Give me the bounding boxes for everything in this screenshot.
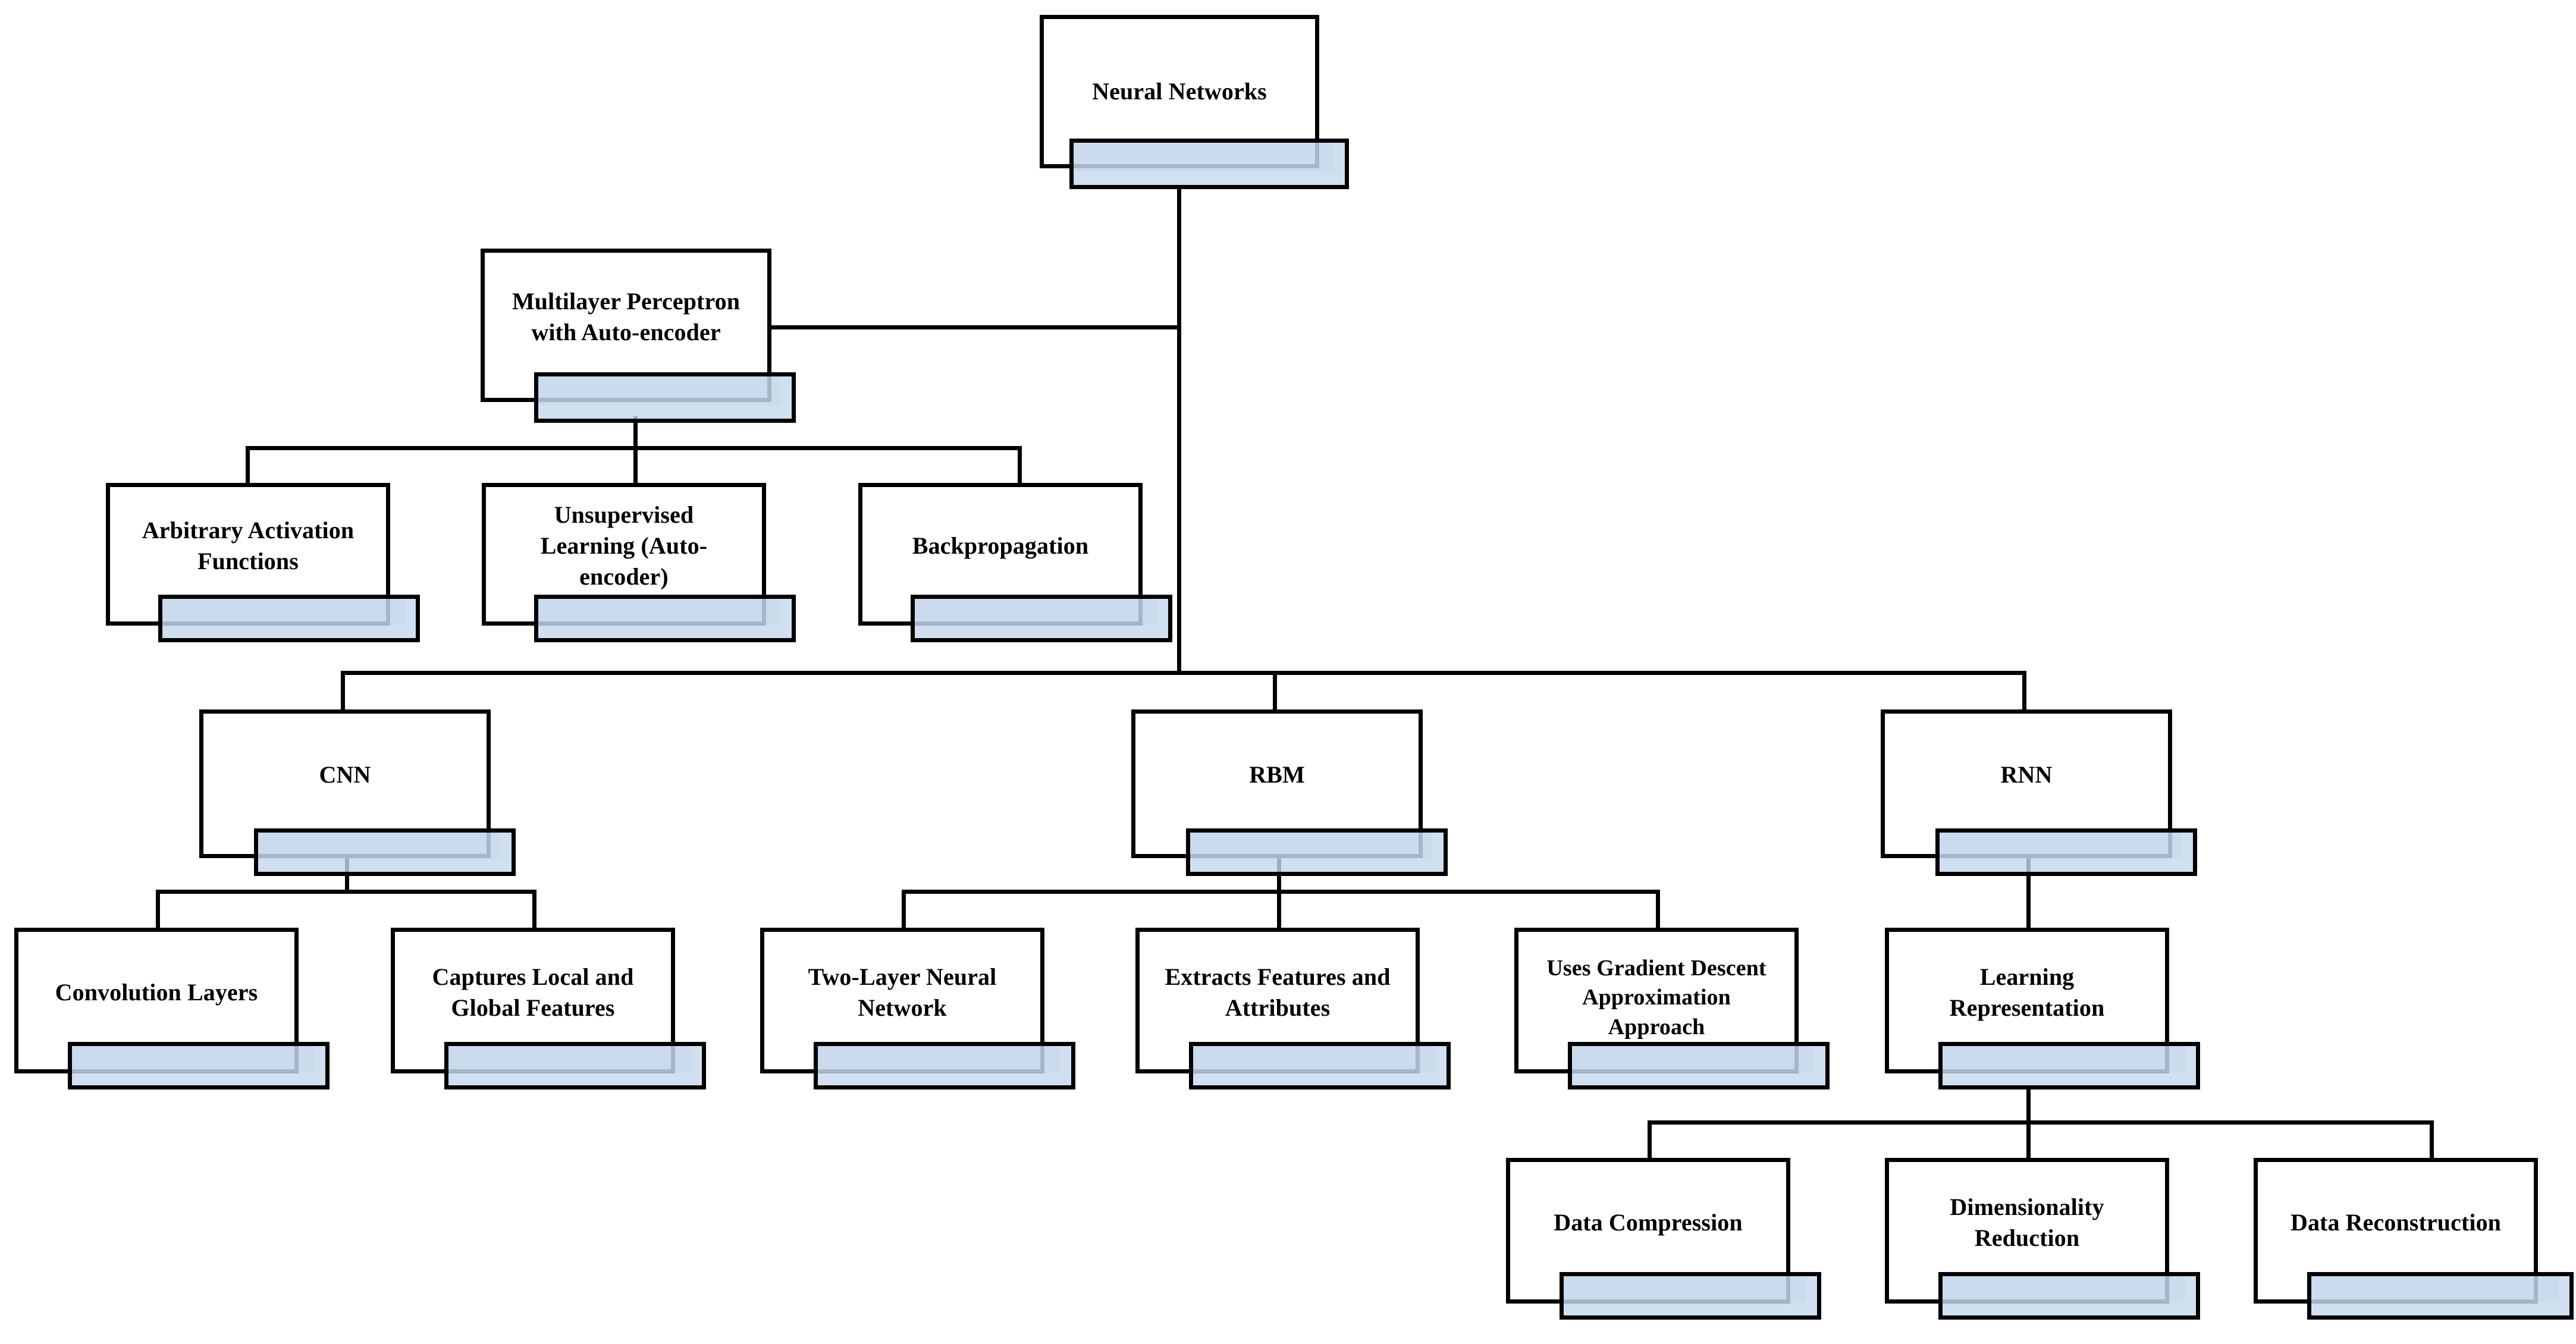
edge-drop-unsupervised — [633, 446, 638, 485]
node-accent-bar — [814, 1042, 1075, 1089]
edge-learning-representation-stem — [2026, 1085, 2031, 1124]
edge-drop-backprop — [1018, 446, 1022, 485]
edge-level2-bus — [341, 671, 2026, 675]
node-label: Convolution Layers — [55, 979, 258, 1006]
node-label: Extracts Features and Attributes — [1165, 963, 1391, 1021]
node-unsupervised-learning[interactable]: Unsupervised Learning (Auto- encoder) — [482, 483, 797, 646]
node-label: Neural Networks — [1092, 78, 1267, 105]
edge-drop-captures-features — [532, 890, 536, 930]
edge-drop-data-reconstruction — [2430, 1120, 2434, 1160]
edge-drop-arbitrary-activation — [246, 446, 250, 485]
node-label: CNN — [319, 761, 371, 788]
node-neural-networks[interactable]: Neural Networks — [1040, 15, 1349, 193]
node-captures-local-global-features[interactable]: Captures Local and Global Features — [391, 928, 706, 1097]
node-dimensionality-reduction[interactable]: Dimensionality Reduction — [1885, 1158, 2200, 1327]
node-label: Data Compression — [1554, 1209, 1743, 1236]
node-multilayer-perceptron[interactable]: Multilayer Perceptron with Auto-encoder — [481, 249, 802, 427]
node-learning-representation[interactable]: Learning Representation — [1885, 928, 2200, 1097]
node-label: Learning Representation — [1949, 963, 2105, 1021]
edge-drop-dimensionality-reduction — [2026, 1120, 2031, 1160]
edge-rnn-to-learning-representation — [2026, 854, 2031, 930]
node-accent-bar — [158, 595, 420, 642]
edge-cnn-children-bus — [156, 890, 536, 894]
node-accent-bar — [1186, 828, 1448, 876]
node-accent-bar — [1568, 1042, 1830, 1089]
node-label: RNN — [2000, 761, 2053, 788]
node-accent-bar — [534, 372, 796, 423]
node-accent-bar — [254, 828, 516, 876]
edge-drop-cnn — [341, 671, 345, 711]
node-accent-bar — [1189, 1042, 1451, 1089]
node-label: Two-Layer Neural Network — [808, 963, 997, 1021]
node-label: Unsupervised Learning (Auto- encoder) — [540, 501, 708, 590]
edge-drop-gradient-descent — [1656, 890, 1660, 930]
node-backpropagation[interactable]: Backpropagation — [858, 483, 1174, 646]
node-accent-bar — [2307, 1272, 2574, 1320]
node-convolution-layers[interactable]: Convolution Layers — [14, 928, 330, 1097]
edge-drop-convolution-layers — [156, 890, 160, 930]
node-accent-bar — [1560, 1272, 1821, 1320]
node-arbitrary-activation-functions[interactable]: Arbitrary Activation Functions — [106, 483, 421, 646]
node-label: Data Reconstruction — [2290, 1209, 2502, 1236]
node-accent-bar — [1938, 1272, 2200, 1320]
edge-drop-rbm — [1273, 671, 1277, 711]
node-data-reconstruction[interactable]: Data Reconstruction — [2254, 1158, 2575, 1327]
node-rnn[interactable]: RNN — [1881, 709, 2202, 882]
node-gradient-descent-approximation[interactable]: Uses Gradient Descent Approximation Appr… — [1514, 928, 1830, 1097]
edge-drop-rnn — [2022, 671, 2026, 711]
edge-learning-rep-children-bus — [1648, 1120, 2434, 1125]
node-label: RBM — [1249, 761, 1305, 788]
node-accent-bar — [1938, 1042, 2200, 1089]
edge-mlp-stem — [633, 416, 638, 450]
edge-root-to-mlp — [770, 325, 1181, 329]
node-label: Backpropagation — [912, 532, 1089, 559]
node-label: Arbitrary Activation Functions — [142, 517, 354, 574]
edge-drop-extracts-features — [1277, 890, 1281, 930]
node-accent-bar — [911, 595, 1172, 642]
node-label: Multilayer Perceptron with Auto-encoder — [512, 288, 741, 346]
edge-root-trunk — [1177, 189, 1181, 675]
node-extracts-features-attributes[interactable]: Extracts Features and Attributes — [1135, 928, 1451, 1097]
node-accent-bar — [1935, 828, 2197, 876]
node-cnn[interactable]: CNN — [199, 709, 520, 882]
edge-drop-two-layer — [902, 890, 906, 930]
node-label: Uses Gradient Descent Approximation Appr… — [1546, 955, 1767, 1040]
node-label: Captures Local and Global Features — [432, 963, 634, 1021]
node-rbm[interactable]: RBM — [1131, 709, 1452, 882]
node-accent-bar — [444, 1042, 706, 1089]
node-label: Dimensionality Reduction — [1950, 1194, 2104, 1251]
edge-drop-data-compression — [1648, 1120, 1652, 1160]
node-accent-bar — [1069, 139, 1349, 189]
node-two-layer-neural-network[interactable]: Two-Layer Neural Network — [760, 928, 1075, 1097]
node-data-compression[interactable]: Data Compression — [1506, 1158, 1821, 1327]
node-accent-bar — [68, 1042, 330, 1089]
node-accent-bar — [534, 595, 796, 642]
